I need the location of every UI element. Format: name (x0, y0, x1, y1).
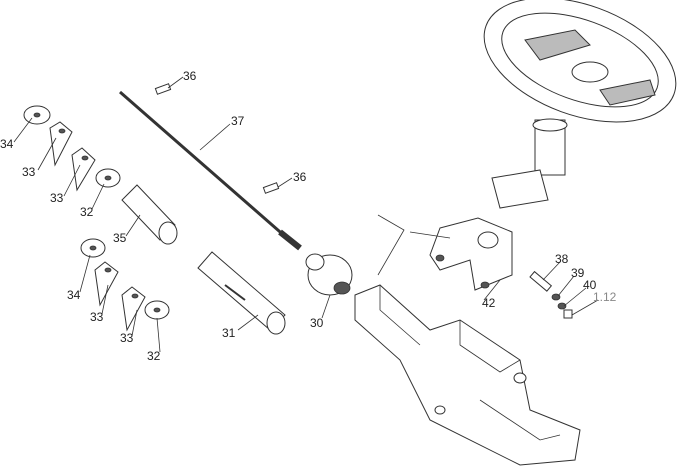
callout-38: 38 (555, 252, 569, 266)
callout-34: 34 (0, 137, 14, 151)
callout-32: 32 (80, 205, 94, 219)
callout-30: 30 (310, 316, 324, 330)
callout-40: 40 (583, 278, 597, 292)
callout-37: 37 (231, 114, 245, 128)
bracket (377, 214, 573, 319)
callout-42: 42 (482, 296, 496, 310)
washers (23, 105, 170, 332)
callout-33: 33 (22, 165, 36, 179)
callout-32: 32 (147, 349, 161, 363)
callout-1-12: 1.12 (593, 290, 617, 304)
callout-31: 31 (222, 326, 236, 340)
callout-36: 36 (293, 170, 307, 184)
callout-33: 33 (90, 310, 104, 324)
callout-39: 39 (571, 266, 585, 280)
callout-35: 35 (113, 231, 127, 245)
callout-36: 36 (183, 69, 197, 83)
frame (354, 284, 581, 466)
steering-wheel (483, 0, 677, 209)
callout-33: 33 (120, 331, 134, 345)
leader-lines (13, 76, 599, 353)
knob (305, 253, 353, 296)
callout-33: 33 (50, 191, 64, 205)
bushings (121, 184, 286, 335)
callout-34: 34 (67, 288, 81, 302)
